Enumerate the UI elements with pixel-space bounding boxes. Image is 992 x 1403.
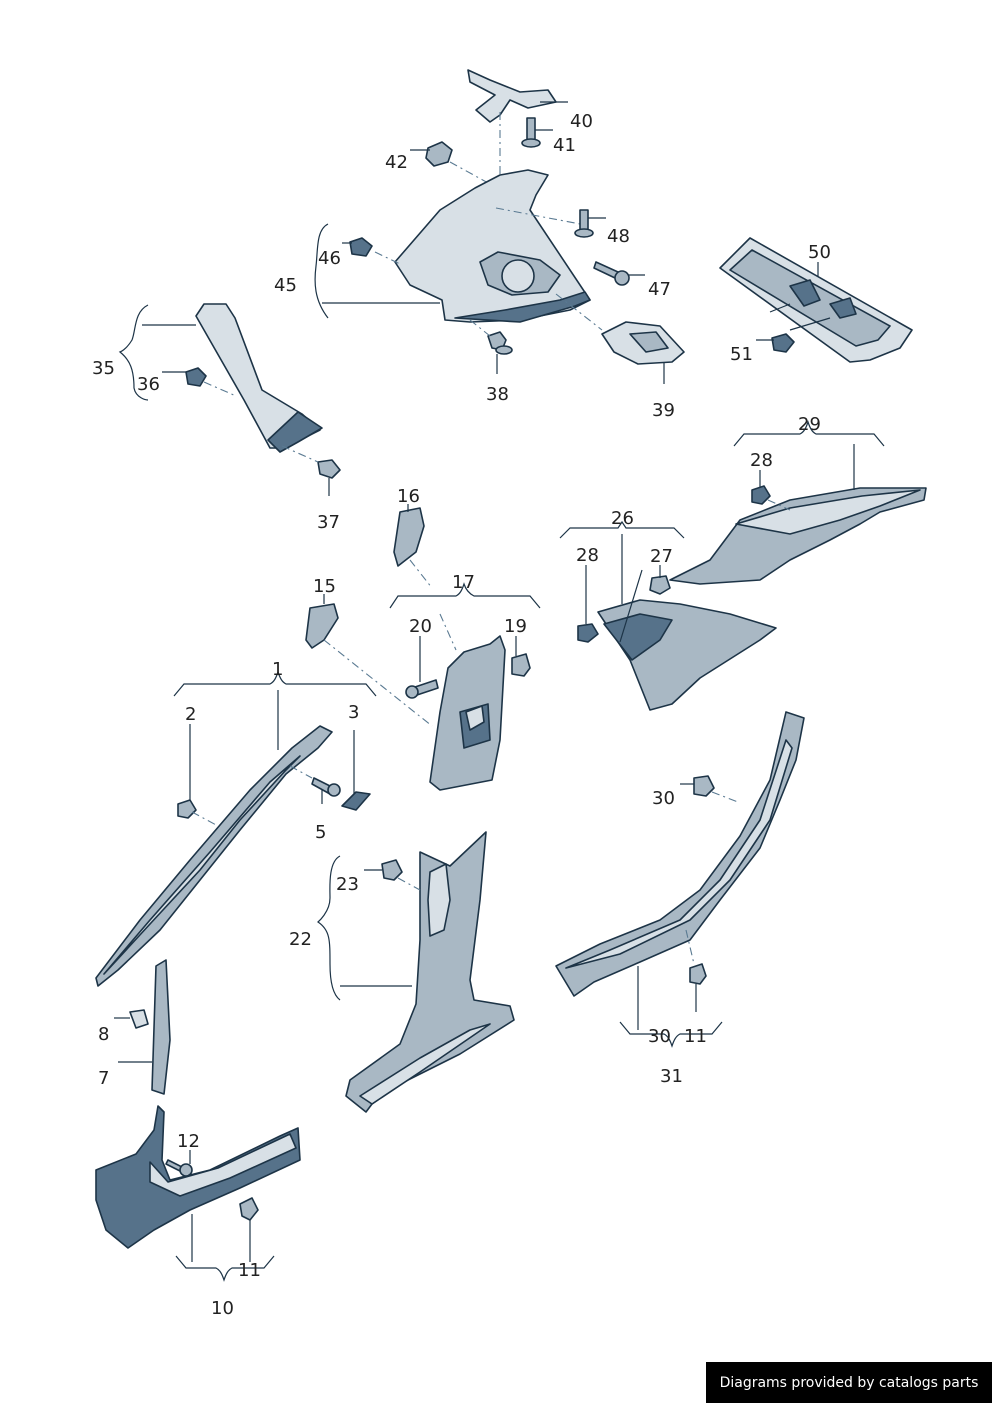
callout-3: 3 (348, 702, 359, 723)
part-46-clip (342, 237, 373, 257)
callout-51: 51 (730, 344, 753, 365)
callout-26: 26 (611, 508, 634, 529)
part-19-clip (511, 636, 531, 677)
callout-40: 40 (570, 111, 593, 132)
callout-41: 41 (553, 135, 576, 156)
brace-29 (733, 420, 885, 447)
part-35-trim (142, 303, 323, 453)
part-20-bolt (405, 636, 439, 699)
callout-38: 38 (486, 384, 509, 405)
part-28a-clip (751, 470, 771, 505)
footer-credit-text: Diagrams provided by catalogs parts (719, 1374, 979, 1391)
part-36-clip (162, 367, 207, 387)
part-8-clip (114, 1009, 149, 1029)
callout-22: 22 (289, 929, 312, 950)
part-48-bolt (574, 209, 606, 238)
callout-15: 15 (313, 576, 336, 597)
callout-37: 37 (317, 512, 340, 533)
part-29-trim (669, 487, 927, 585)
callout-20: 20 (409, 616, 432, 637)
part-23-clip (364, 859, 403, 881)
callout-17: 17 (452, 572, 475, 593)
part-47-bolt (593, 261, 645, 286)
part-7-strip (118, 959, 171, 1095)
part-26-trim (597, 599, 777, 711)
part-15-bracket (305, 594, 339, 649)
part-12-bolt (165, 1150, 193, 1177)
callout-27: 27 (650, 546, 673, 567)
callout-45: 45 (274, 275, 297, 296)
part-38-clip (487, 331, 513, 374)
brace-31 (619, 1021, 723, 1048)
callout-labels: 1 2 3 5 7 8 10 11 11 12 15 16 17 19 20 2… (92, 111, 831, 1319)
callout-29: 29 (798, 414, 821, 435)
part-10-sill (95, 1105, 301, 1249)
callout-35: 35 (92, 358, 115, 379)
part-16-bracket (393, 504, 425, 567)
brace-45 (314, 223, 329, 319)
part-31-sill (555, 711, 805, 997)
part-2-clip (177, 724, 197, 819)
callout-46: 46 (318, 248, 341, 269)
part-40-bracket (467, 69, 568, 123)
part-1-trim (95, 725, 333, 987)
callout-39: 39 (652, 400, 675, 421)
callout-23: 23 (336, 874, 359, 895)
brace-26 (559, 520, 685, 539)
brace-10 (175, 1255, 275, 1282)
part-42-clip (410, 141, 491, 185)
callout-47: 47 (648, 279, 671, 300)
part-30a-clip (680, 775, 715, 797)
part-5-bolt (311, 777, 341, 804)
part-45-upper-trim (322, 169, 591, 323)
part-3-cap (341, 730, 371, 811)
part-37-clip (317, 459, 341, 496)
callout-16: 16 (397, 486, 420, 507)
callout-11b: 11 (684, 1026, 707, 1047)
part-50-panel (719, 237, 913, 363)
callout-30a: 30 (652, 788, 675, 809)
part-11a-clip (239, 1197, 259, 1262)
brace-1 (173, 670, 377, 697)
callout-2: 2 (185, 704, 196, 725)
callout-28b: 28 (576, 545, 599, 566)
callout-28a: 28 (750, 450, 773, 471)
callout-8: 8 (98, 1024, 109, 1045)
callout-19: 19 (504, 616, 527, 637)
footer-credit-badge: Diagrams provided by catalogs parts (706, 1362, 992, 1403)
part-28b-clip (577, 565, 599, 643)
callout-42: 42 (385, 152, 408, 173)
callout-1: 1 (272, 659, 283, 680)
brace-22 (316, 855, 341, 1001)
callout-30b: 30 (648, 1026, 671, 1047)
callout-5: 5 (315, 822, 326, 843)
part-22-trim (345, 831, 515, 1113)
brace-17 (389, 582, 541, 609)
callout-36: 36 (137, 374, 160, 395)
part-27-clip (619, 565, 671, 643)
part-39-cover (601, 321, 685, 384)
part-17-trim (429, 635, 506, 791)
brace-35 (118, 304, 149, 401)
callout-48: 48 (607, 226, 630, 247)
callout-10: 10 (211, 1298, 234, 1319)
callout-11a: 11 (238, 1260, 261, 1281)
callout-7: 7 (98, 1068, 109, 1089)
callout-31: 31 (660, 1066, 683, 1087)
callout-50: 50 (808, 242, 831, 263)
part-11b-clip (689, 963, 707, 1012)
part-51-clip (756, 333, 795, 353)
callout-12: 12 (177, 1131, 200, 1152)
part-41-bolt (521, 117, 553, 148)
